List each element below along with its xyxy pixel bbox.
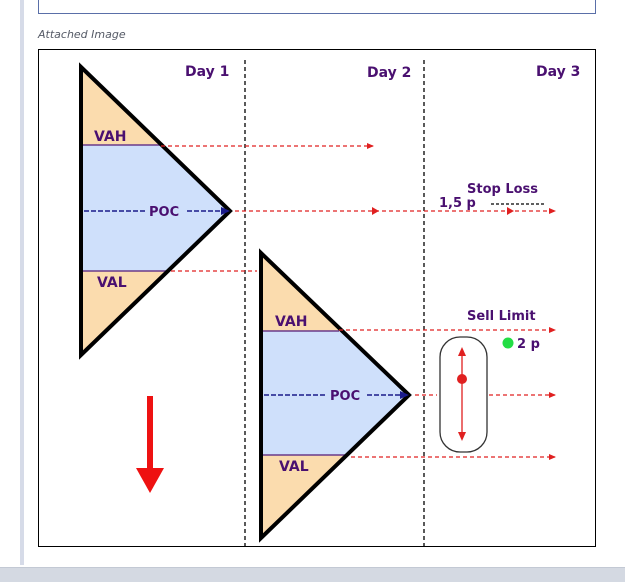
- price-range-box: [439, 336, 488, 453]
- sell-limit-distance: 2 p: [517, 337, 540, 352]
- val-label: VAL: [279, 459, 309, 475]
- page-bottom-strip: [0, 567, 625, 582]
- poc-label: POC: [149, 205, 179, 220]
- down-arrow-icon: [136, 396, 164, 493]
- day-3-label: Day 3: [536, 64, 580, 80]
- day-2-label: Day 2: [367, 65, 411, 81]
- sell-limit-label: Sell Limit: [467, 309, 536, 324]
- market-profile-diagram: Day 1 Day 2 Day 3 VAH POC VAL Stop Loss …: [79, 60, 580, 546]
- quote-left-bar: [20, 0, 24, 565]
- vah-label: VAH: [275, 314, 307, 330]
- price-marker: [457, 374, 467, 384]
- day-1-label: Day 1: [185, 64, 229, 80]
- attachment-caption: Attached Image: [38, 28, 126, 41]
- val-label: VAL: [97, 275, 127, 291]
- entry-dot: [502, 337, 514, 349]
- poc-label: POC: [330, 389, 360, 404]
- post-content-box: [38, 0, 596, 14]
- vah-label: VAH: [94, 129, 126, 145]
- stop-loss-label: Stop Loss: [467, 182, 538, 197]
- attached-image[interactable]: Day 1 Day 2 Day 3 VAH POC VAL Stop Loss …: [38, 49, 596, 547]
- stop-loss-distance: 1,5 p: [439, 196, 476, 211]
